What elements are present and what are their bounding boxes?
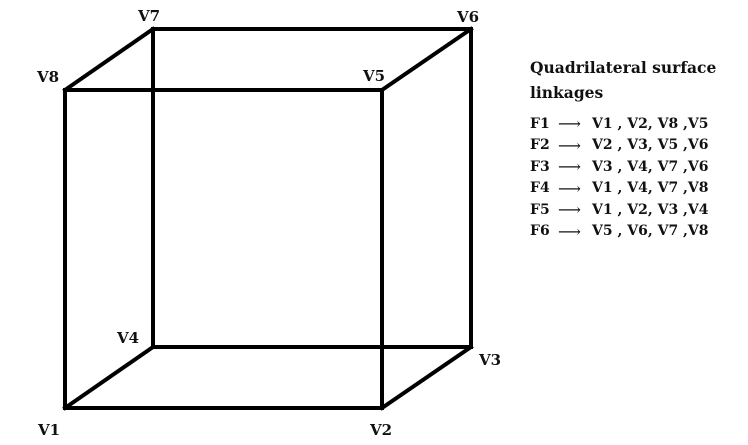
vertex-label-v1: V1 (38, 421, 61, 439)
vertex-label-v4: V4 (117, 329, 140, 347)
vertex-label-v5: V5 (363, 67, 386, 85)
face-vertices: V5 , V6, V7 ,V8 (592, 223, 709, 240)
vertex-label-v6: V6 (457, 8, 480, 26)
cube-edge-v8-v7 (62, 26, 156, 93)
face-id: F1 (530, 115, 550, 132)
face-row: F3 ⟶ V3 , V4, V7 ,V6 (530, 156, 748, 178)
face-vertices: V1 , V4, V7 ,V8 (592, 180, 709, 197)
arrow-icon: ⟶ (558, 200, 581, 220)
vertex-label-v7: V7 (138, 7, 161, 25)
face-id: F3 (530, 158, 550, 175)
vertex-label-v8: V8 (37, 68, 60, 86)
face-row: F5 ⟶ V1 , V2, V3 ,V4 (530, 199, 748, 221)
face-row: F2 ⟶ V2 , V3, V5 ,V6 (530, 135, 748, 157)
face-row: F6 ⟶ V5 , V6, V7 ,V8 (530, 221, 748, 243)
arrow-icon: ⟶ (558, 178, 581, 198)
arrow-icon: ⟶ (558, 114, 581, 134)
face-vertices: V1 , V2, V8 ,V5 (592, 115, 709, 132)
face-vertices: V1 , V2, V3 ,V4 (592, 201, 709, 218)
face-linkage-legend: Quadrilateral surface linkages F1 ⟶ V1 ,… (530, 55, 748, 242)
cube-edge-v5-v6 (379, 26, 474, 93)
face-id: F2 (530, 137, 550, 154)
arrow-icon: ⟶ (558, 157, 581, 177)
legend-title: Quadrilateral surface linkages (530, 58, 717, 102)
face-row: F1 ⟶ V1 , V2, V8 ,V5 (530, 113, 748, 135)
face-vertices: V3 , V4, V7 ,V6 (592, 158, 709, 175)
face-id: F4 (530, 180, 550, 197)
face-list: F1 ⟶ V1 , V2, V8 ,V5 F2 ⟶ V2 , V3, V5 ,V… (530, 113, 748, 242)
arrow-icon: ⟶ (558, 135, 581, 155)
face-id: F6 (530, 223, 550, 240)
face-vertices: V2 , V3, V5 ,V6 (592, 137, 709, 154)
cube-edge-v1-v4 (62, 344, 156, 411)
cube-edge-v2-v3 (379, 344, 474, 411)
face-id: F5 (530, 201, 550, 218)
arrow-icon: ⟶ (558, 221, 581, 241)
face-row: F4 ⟶ V1 , V4, V7 ,V8 (530, 178, 748, 200)
vertex-label-v2: V2 (370, 421, 393, 439)
vertex-label-v3: V3 (479, 351, 502, 369)
